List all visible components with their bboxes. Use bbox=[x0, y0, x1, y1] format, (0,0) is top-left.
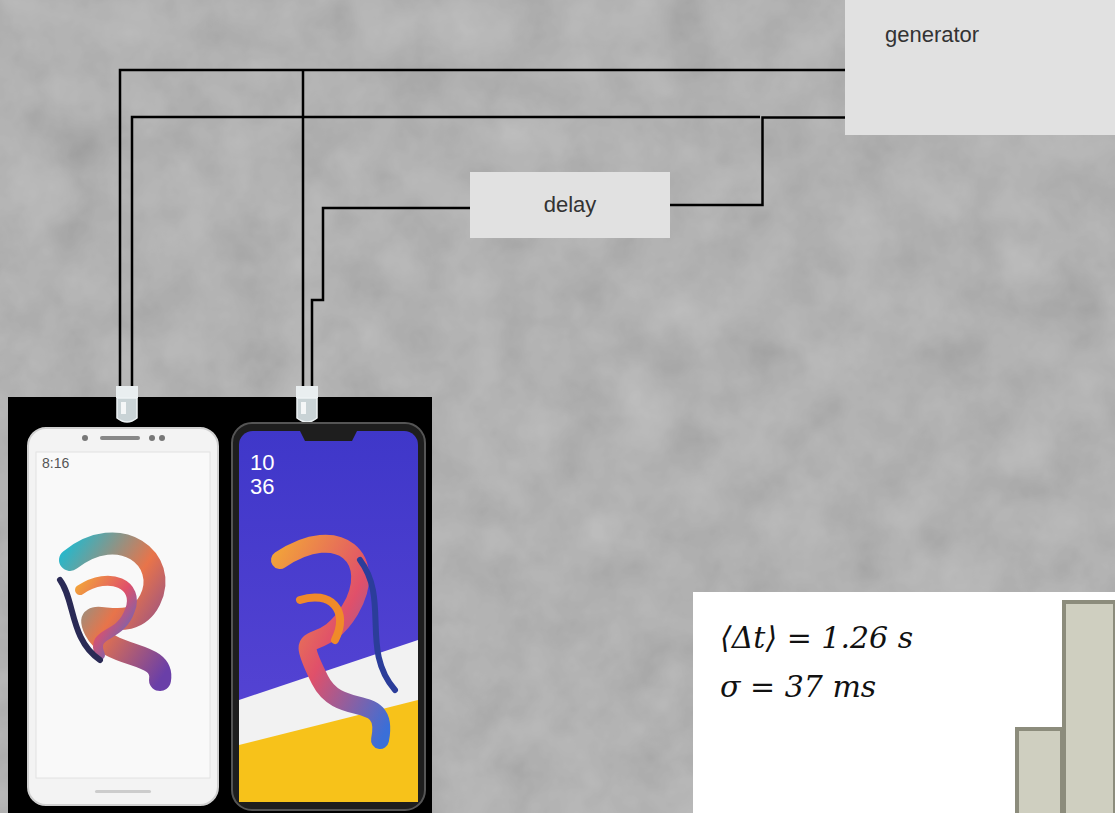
histogram-bar bbox=[1062, 600, 1115, 813]
node-text: delay bbox=[544, 192, 597, 218]
histogram-bar-face bbox=[1066, 604, 1113, 813]
node-text: σ = 37 ms bbox=[720, 669, 1115, 704]
histogram-bar-face bbox=[1019, 731, 1060, 813]
phone-right bbox=[232, 423, 425, 810]
node-text: ⟨Δt⟩ = 1.26 s bbox=[720, 620, 1115, 655]
wire bbox=[312, 208, 470, 392]
led bbox=[116, 386, 138, 422]
screen-clock: 8:16 bbox=[42, 456, 69, 470]
black-panel bbox=[8, 397, 432, 813]
generator-box: generator bbox=[845, 0, 1115, 135]
delay-box: delay bbox=[470, 172, 670, 238]
wires bbox=[120, 70, 845, 392]
result-panel: ⟨Δt⟩ = 1.26 s σ = 37 ms bbox=[693, 592, 1115, 813]
node-text: generator bbox=[885, 22, 1115, 48]
screen-clock: 36 bbox=[250, 476, 274, 498]
wire-connector bbox=[670, 117, 845, 205]
screen-clock: 10 bbox=[250, 452, 274, 474]
wire bbox=[302, 70, 305, 392]
phone-left bbox=[28, 428, 218, 805]
led bbox=[296, 386, 318, 422]
wire bbox=[120, 70, 845, 392]
histogram-bar bbox=[1015, 727, 1062, 813]
wire bbox=[132, 117, 760, 392]
